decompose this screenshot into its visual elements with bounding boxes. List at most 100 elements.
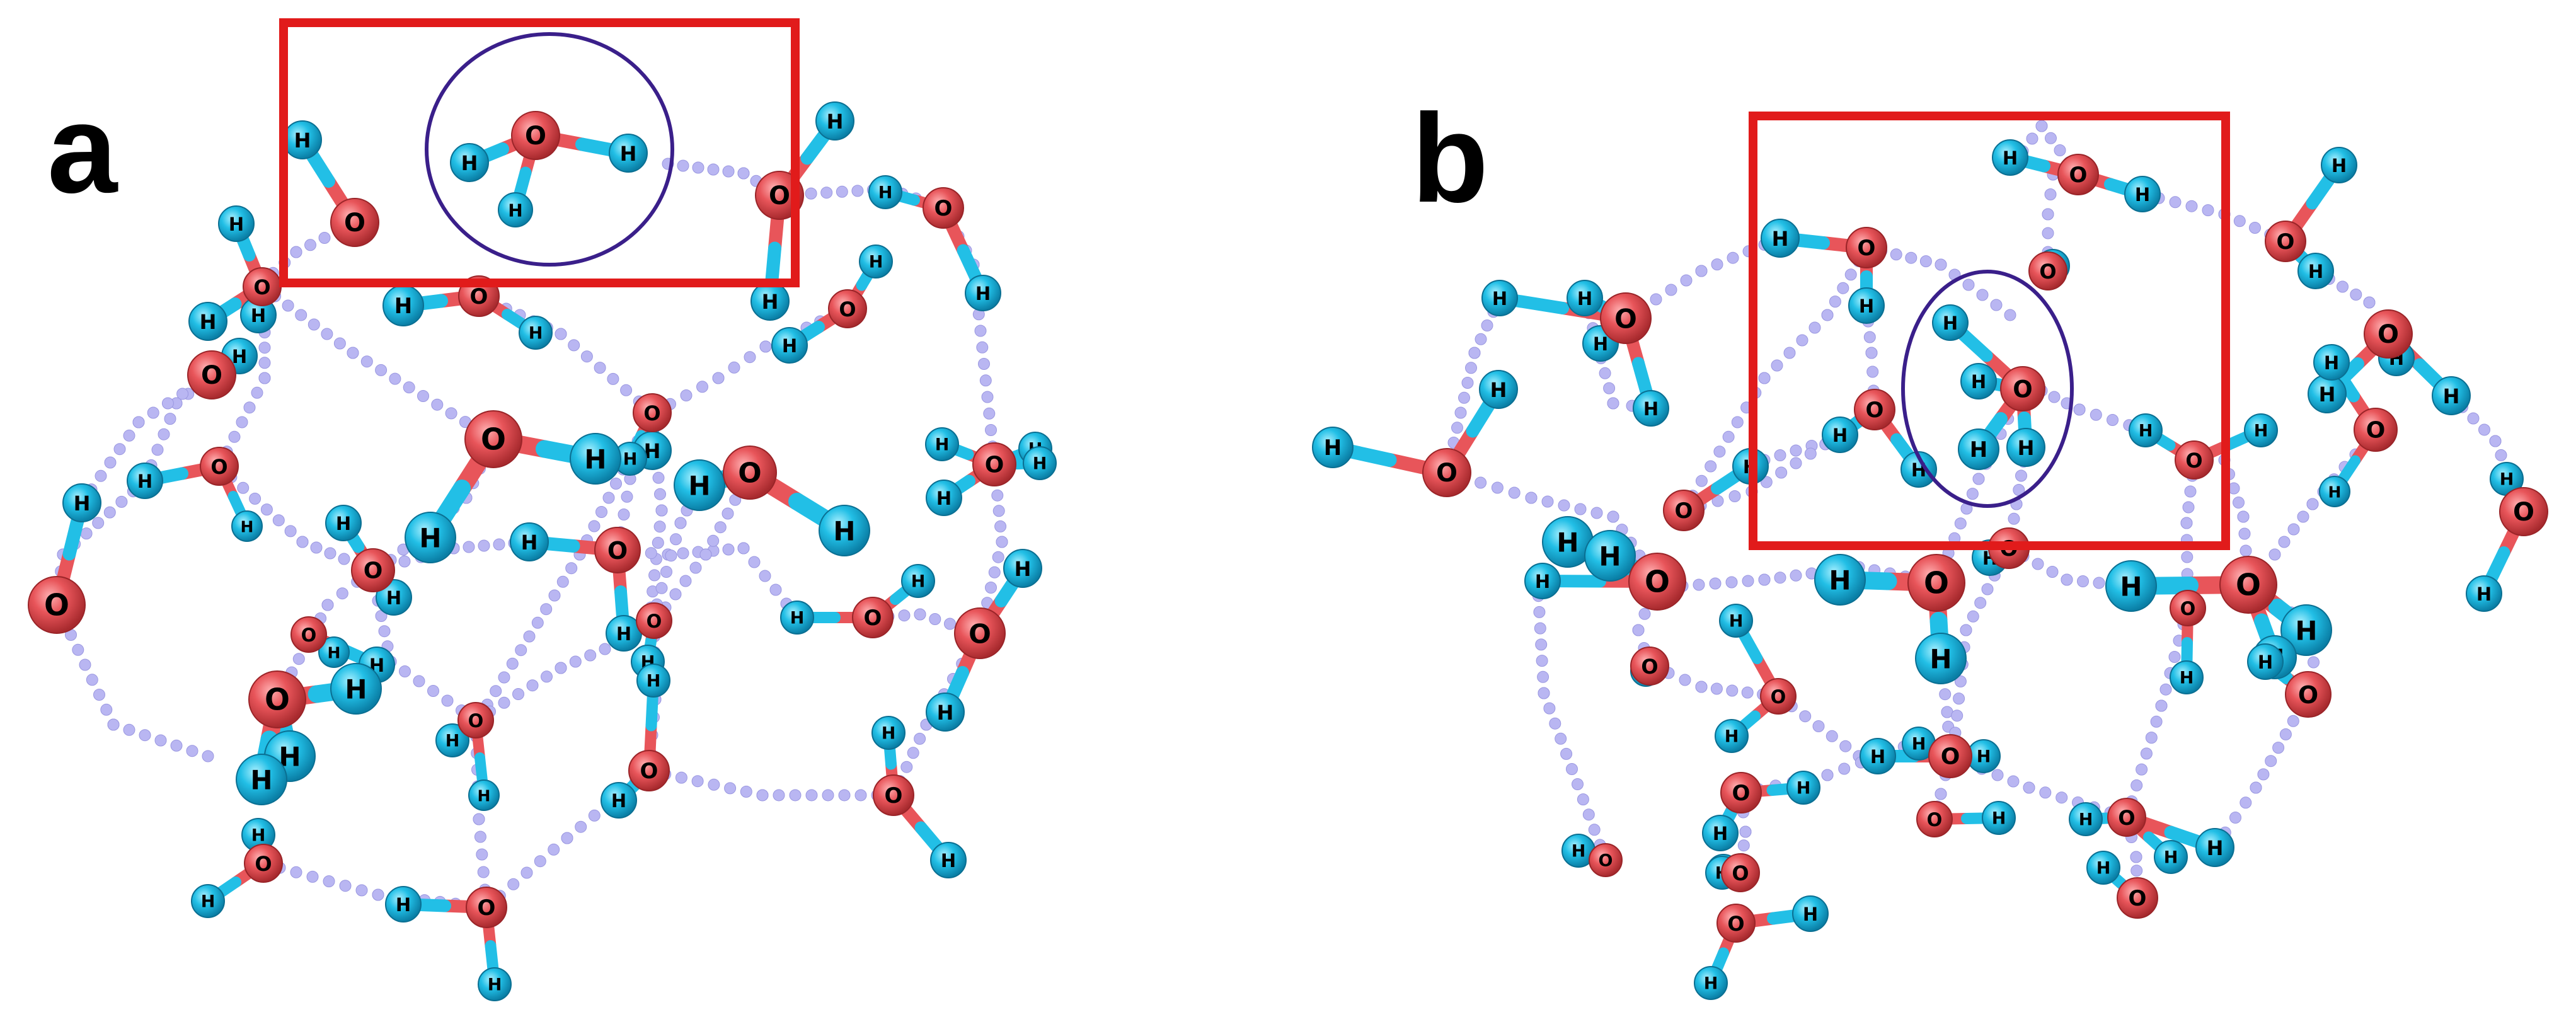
hbond-dot-32 <box>1967 610 1979 623</box>
hbond-dot-30 <box>1543 702 1556 715</box>
hydrogen-atom: H <box>930 842 967 878</box>
hbond-dot-25 <box>441 694 454 707</box>
hbond-dot-7 <box>565 562 578 575</box>
oxygen-sphere <box>628 750 670 791</box>
hydrogen-label: H <box>461 151 478 175</box>
hydrogen-atom: H <box>2006 428 2045 467</box>
hbond-dot-20 <box>675 771 687 784</box>
hydrogen-atom: H <box>1561 834 1596 868</box>
hbond-dot-19 <box>914 732 926 745</box>
hydrogen-label: H <box>488 975 502 995</box>
hbond-dot-12 <box>86 674 98 686</box>
oxygen-atom: O <box>1663 490 1705 531</box>
hydrogen-atom: H <box>188 302 227 341</box>
hydrogen-label: H <box>941 850 956 871</box>
hbond-dot-35 <box>2238 527 2251 540</box>
hbond-dot-10 <box>1603 382 1616 394</box>
oxygen-atom: O <box>330 198 379 247</box>
hydrogen-atom: H <box>636 664 670 698</box>
oxygen-label: O <box>985 452 1004 478</box>
hbond-dot-4 <box>712 372 725 384</box>
hydrogen-label: H <box>508 200 522 221</box>
oxygen-label: O <box>265 683 290 718</box>
hydrogen-atom: H <box>1481 280 1518 316</box>
hbond-dot-19 <box>2240 796 2252 809</box>
hydrogen-sphere <box>780 601 814 635</box>
hbond-dot-28 <box>2130 865 2143 877</box>
oxygen-atom: O <box>828 289 867 328</box>
hydrogen-atom: H <box>1312 427 1354 468</box>
hydrogen-atom: H <box>2069 802 2103 836</box>
oxygen-atom: O <box>2364 309 2413 359</box>
hbond-dot-9 <box>1541 495 1554 508</box>
hbond-dot-30 <box>1566 763 1578 775</box>
hydrogen-label: H <box>2332 155 2347 176</box>
hbond-dot-19 <box>2229 812 2241 824</box>
hydrogen-atom: H <box>435 723 469 757</box>
hbond-dot-16 <box>748 556 761 568</box>
hbond-dot-22 <box>588 809 601 822</box>
hbond-dot-17 <box>1758 573 1771 586</box>
hbond-dot-16 <box>737 542 750 555</box>
hbond-dot-10 <box>132 416 145 428</box>
hydrogen-label: H <box>2003 147 2018 169</box>
hbond-dot-27 <box>389 372 401 385</box>
hbond-dot-31 <box>2268 548 2281 561</box>
hydrogen-sphere <box>231 510 263 542</box>
hbond-dot-12 <box>186 745 198 757</box>
oxygen-atom: O <box>351 548 395 592</box>
hbond-dot-7 <box>540 603 553 616</box>
hbond-dot-13 <box>2008 512 2020 525</box>
hydrogen-sphere <box>926 693 965 732</box>
hydrogen-sphere <box>1848 287 1885 324</box>
oxygen-atom: O <box>2000 366 2045 411</box>
hbond-dot-13 <box>236 416 248 428</box>
hbond-dot-10 <box>1607 397 1619 410</box>
hbond-dot-33 <box>1758 372 1771 384</box>
hbond-dot-14 <box>237 481 250 494</box>
hydrogen-sphere <box>1567 280 1603 316</box>
oxygen-label: O <box>44 589 69 623</box>
hbond-dot-21 <box>2039 786 2052 799</box>
hydrogen-sphere <box>450 143 489 182</box>
hydrogen-sphere <box>2466 575 2502 612</box>
hydrogen-label: H <box>232 346 247 367</box>
hbond-dot-14 <box>2184 485 2197 498</box>
hydrogen-atom: H <box>1932 304 1969 341</box>
hydrogen-sphere <box>2247 643 2284 680</box>
hbond-dot-30 <box>699 548 712 561</box>
hbond-dot-18 <box>988 566 1001 578</box>
hydrogen-atom: H <box>750 282 790 321</box>
hbond-dot-13 <box>251 386 263 399</box>
hbond-dot-5 <box>2249 222 2261 234</box>
hydrogen-label: H <box>1803 904 1818 925</box>
hydrogen-atom: H <box>2280 604 2332 656</box>
hydrogen-atom: H <box>2432 376 2471 415</box>
hydrogen-atom: H <box>478 967 512 1001</box>
hbond-dot-24 <box>476 848 488 861</box>
hbond-dot-15 <box>2107 414 2119 426</box>
hydrogen-atom: H <box>1715 719 1749 753</box>
oxygen-label: O <box>885 783 903 808</box>
hbond-dot-30 <box>1534 622 1546 635</box>
oxygen-atom: O <box>1422 448 1471 497</box>
oxygen-label: O <box>934 196 953 221</box>
hbond-dot-5 <box>2233 215 2246 227</box>
hydrogen-atom: H <box>318 636 350 668</box>
oxygen-sphere <box>1663 490 1705 531</box>
hydrogen-sphere <box>2154 840 2188 874</box>
hbond-dot-21 <box>2056 791 2068 804</box>
hydrogen-label: H <box>1829 565 1851 596</box>
hbond-dot-3 <box>978 358 990 370</box>
hbond-dot-2 <box>836 185 848 198</box>
hbond-dot-6 <box>653 520 666 533</box>
hydrogen-sphere <box>1932 304 1969 341</box>
hydrogen-label: H <box>1490 378 1507 402</box>
oxygen-label: O <box>1941 744 1960 770</box>
hbond-dot-0 <box>1680 274 1693 287</box>
hbond-dot-16 <box>645 547 657 560</box>
hbond-dot-10 <box>147 406 159 419</box>
oxygen-atom: O <box>1589 843 1623 877</box>
hydrogen-label: H <box>2120 572 2142 602</box>
oxygen-label: O <box>255 852 272 876</box>
